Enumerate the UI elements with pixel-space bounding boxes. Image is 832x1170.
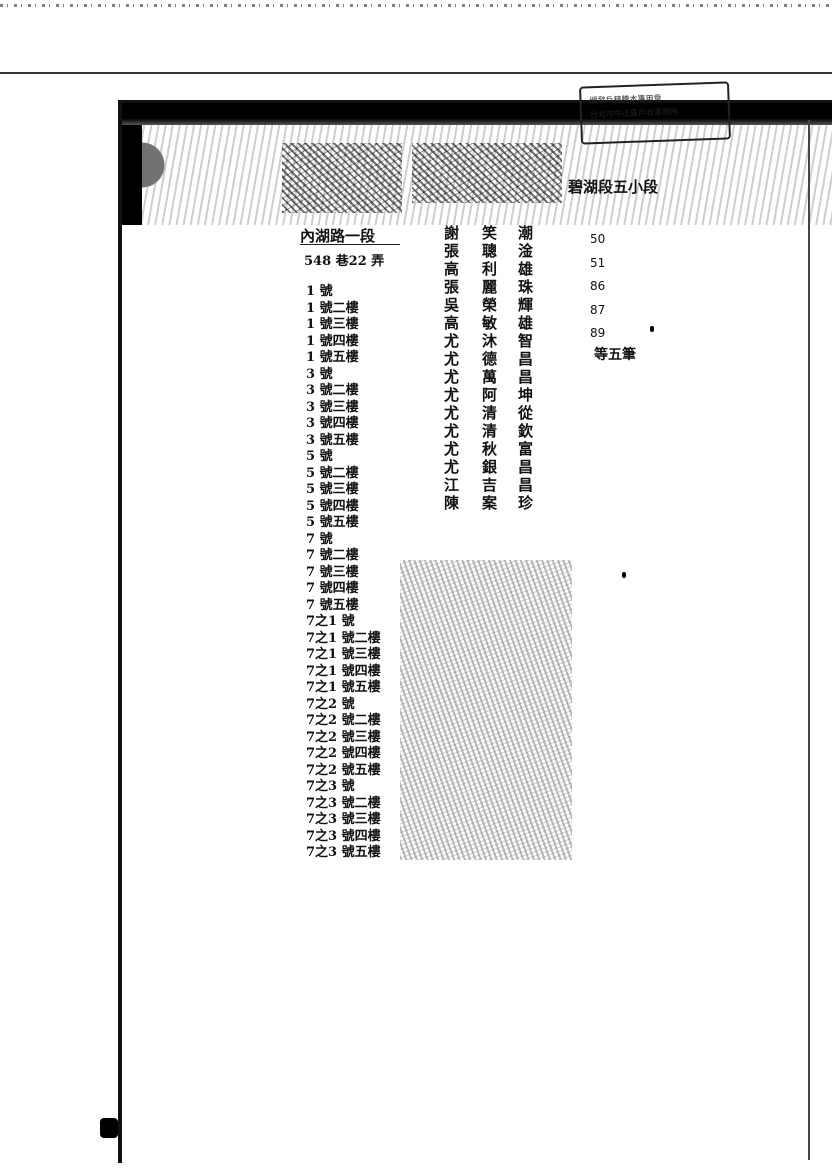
parcel-note: 等五筆 xyxy=(594,347,636,363)
address-row: 5 號 xyxy=(306,449,333,464)
parcel-number: 50 xyxy=(590,232,606,246)
parcel-numbers: 50 51 86 87 89 xyxy=(590,232,670,350)
document-sheet xyxy=(118,100,832,1163)
header-left-block xyxy=(122,125,142,225)
parcel-number: 51 xyxy=(590,255,606,270)
address-row: 3 號五樓 xyxy=(306,432,359,448)
address-row: 7 號二樓 xyxy=(306,548,359,563)
name-column-2: 笑聰利麗榮敏沐德萬阿清清秋銀吉案 xyxy=(480,225,498,513)
address-row: 1 號三樓 xyxy=(306,317,359,332)
scan-right-edge xyxy=(808,120,810,1160)
section-title: 碧湖段五小段 xyxy=(568,178,658,196)
address-row: 5 號三樓 xyxy=(306,482,359,497)
address-row: 7 號五樓 xyxy=(306,597,359,613)
address-row: 7之2 號五樓 xyxy=(306,762,381,778)
header-smudge xyxy=(412,143,562,203)
address-row: 7之3 號 xyxy=(306,779,355,794)
name-column-3: 潮淦雄珠輝雄智昌昌坤從欽富昌昌珍 xyxy=(516,225,534,513)
address-row: 7之1 號二樓 xyxy=(306,630,381,646)
scan-noise-top xyxy=(0,4,832,7)
scan-edge-line xyxy=(0,72,832,74)
address-row: 7 號三樓 xyxy=(306,564,359,580)
address-row: 3 號二樓 xyxy=(306,383,359,398)
district-title: 內湖路一段 xyxy=(300,227,376,245)
address-row: 1 號四樓 xyxy=(306,333,359,349)
address-row: 7之3 號四樓 xyxy=(306,828,381,844)
address-row: 3 號 xyxy=(306,366,333,382)
address-row: 7之2 號三樓 xyxy=(306,729,381,745)
address-row: 7之1 號五樓 xyxy=(306,680,381,695)
address-row: 7之3 號三樓 xyxy=(306,812,381,827)
corner-mark xyxy=(100,1118,118,1138)
address-row: 7之2 號四樓 xyxy=(306,746,381,761)
address-row: 3 號三樓 xyxy=(306,399,359,415)
address-row: 7之3 號五樓 xyxy=(306,845,381,860)
address-row: 1 號五樓 xyxy=(306,350,359,365)
address-row: 7 號 xyxy=(306,531,333,547)
address-row: 3 號四樓 xyxy=(306,416,359,431)
header-smudge xyxy=(282,143,402,213)
address-row: 7之1 號三樓 xyxy=(306,647,381,662)
smudge-overlay xyxy=(400,560,572,860)
section-title-text: 碧湖段五小段 xyxy=(568,178,659,196)
address-row: 5 號五樓 xyxy=(306,515,359,530)
title-underline xyxy=(300,244,400,245)
official-stamp: 頒發戶籍謄本專用章 台北市中正區戶政事務所 xyxy=(579,81,731,145)
speck xyxy=(622,572,626,578)
address-row: 5 號四樓 xyxy=(306,498,359,514)
speck xyxy=(650,326,654,332)
address-row: 7之3 號二樓 xyxy=(306,795,381,811)
address-row: 7之2 號 xyxy=(306,696,355,712)
address-row: 7 號四樓 xyxy=(306,581,359,596)
address-row: 7之1 號四樓 xyxy=(306,663,381,679)
parcel-number: 89 xyxy=(590,326,606,340)
parcel-number: 87 xyxy=(590,302,606,317)
address-row: 5 號二樓 xyxy=(306,465,359,481)
address-row: 1 號 xyxy=(306,284,333,299)
address-row: 1 號二樓 xyxy=(306,300,359,316)
address-row: 7之2 號二樓 xyxy=(306,713,381,728)
name-column-1: 謝張高張吳高尤尤尤尤尤尤尤尤江陳 xyxy=(442,225,460,513)
address-row: 7之1 號 xyxy=(306,614,355,629)
address-subtitle: 548 巷22 弄 xyxy=(304,254,385,269)
header-band xyxy=(122,103,832,125)
parcel-number: 86 xyxy=(590,279,606,293)
